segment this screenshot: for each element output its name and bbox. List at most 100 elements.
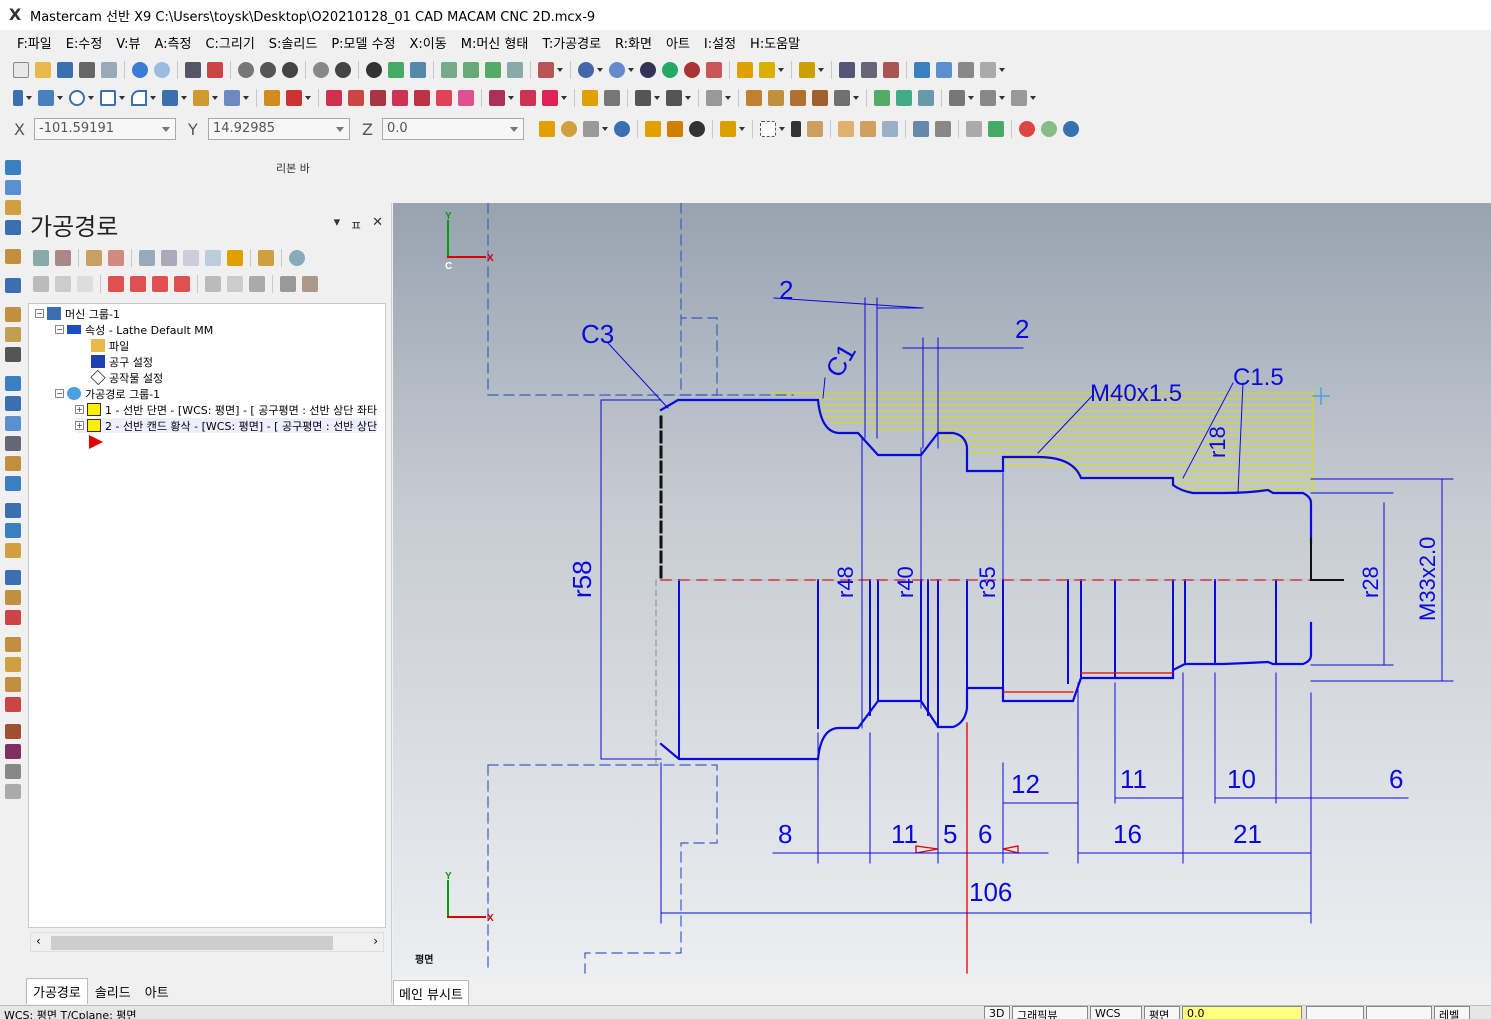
simulate-icon[interactable] bbox=[183, 250, 199, 266]
level-manager-icon[interactable] bbox=[914, 62, 930, 78]
scroll-to-insert-icon[interactable] bbox=[174, 276, 190, 292]
toggle-display-icon[interactable] bbox=[55, 276, 71, 292]
vertical-tool-22-icon[interactable] bbox=[5, 637, 21, 652]
status-z-input[interactable]: 0.0 bbox=[1182, 1006, 1302, 1019]
vertical-tool-23-icon[interactable] bbox=[5, 657, 21, 672]
tree-toolpath-group[interactable]: − 가공경로 그룹-1 bbox=[55, 387, 161, 401]
menu-view[interactable]: V:뷰 bbox=[116, 36, 141, 52]
status-color-button[interactable] bbox=[1306, 1006, 1364, 1019]
post-g1-icon[interactable] bbox=[205, 250, 221, 266]
point-icon[interactable] bbox=[13, 90, 23, 106]
zoom-window-icon[interactable] bbox=[207, 62, 223, 78]
lathe-drill-icon[interactable] bbox=[874, 90, 890, 106]
move-down-icon[interactable] bbox=[108, 276, 124, 292]
fast-point-icon[interactable] bbox=[539, 121, 555, 137]
menu-model-prep[interactable]: P:모델 수정 bbox=[331, 36, 396, 52]
analyze-icon[interactable] bbox=[839, 62, 855, 78]
vertical-tool-28-icon[interactable] bbox=[5, 764, 21, 779]
vertical-dim-icon[interactable] bbox=[666, 90, 682, 106]
vertical-tool-3-icon[interactable] bbox=[5, 200, 21, 215]
new-file-icon[interactable] bbox=[13, 62, 29, 78]
verify-ops-icon[interactable] bbox=[161, 250, 177, 266]
toggle-post-icon[interactable] bbox=[77, 276, 93, 292]
lathe-thread-icon[interactable] bbox=[834, 90, 850, 106]
graphics-viewport[interactable]: 2 2 C3 C1 M40x1.5 C1.5 r18 r58 r48 r40 r… bbox=[393, 203, 1491, 977]
vertical-tool-16-icon[interactable] bbox=[5, 503, 21, 518]
pointer-solid-icon[interactable] bbox=[935, 121, 951, 137]
pan-icon[interactable] bbox=[388, 62, 404, 78]
y-coordinate-input[interactable]: 14.92985 bbox=[208, 118, 350, 140]
tree-machine-group[interactable]: − 머신 그룹-1 bbox=[35, 307, 120, 321]
status-3d-button[interactable]: 3D bbox=[984, 1006, 1010, 1019]
status-wcs-button[interactable]: WCS bbox=[1090, 1006, 1142, 1019]
insert-arrow[interactable] bbox=[89, 434, 103, 449]
top-view-icon[interactable] bbox=[441, 62, 457, 78]
fit-icon[interactable] bbox=[185, 62, 201, 78]
unzoom-icon[interactable] bbox=[313, 62, 329, 78]
window-selection-icon[interactable] bbox=[667, 121, 683, 137]
vertical-tool-6-icon[interactable] bbox=[5, 278, 21, 293]
xform-offset-icon[interactable] bbox=[414, 90, 430, 106]
help-icon[interactable] bbox=[614, 121, 630, 137]
horizontal-dim-icon[interactable] bbox=[635, 90, 651, 106]
tree-properties[interactable]: − 속성 - Lathe Default MM bbox=[55, 323, 214, 337]
vertical-tool-11-icon[interactable] bbox=[5, 396, 21, 411]
menu-analyze[interactable]: A:측정 bbox=[154, 36, 192, 52]
analyze-distance-icon[interactable] bbox=[861, 62, 877, 78]
iso-view-icon[interactable] bbox=[507, 62, 523, 78]
tree-horizontal-scrollbar[interactable]: ‹ › bbox=[30, 932, 384, 952]
trim-icon[interactable] bbox=[264, 90, 280, 106]
only-display-icon[interactable] bbox=[205, 276, 221, 292]
vertical-tool-13-icon[interactable] bbox=[5, 436, 21, 451]
pointer-icon[interactable] bbox=[791, 121, 801, 137]
tree-op-2[interactable]: + 2 - 선반 캔드 황삭 - [WCS: 평면] - [ 공구평면 : 선반… bbox=[75, 418, 378, 433]
lathe-rough-icon[interactable] bbox=[768, 90, 784, 106]
solid-body-icon[interactable] bbox=[860, 121, 876, 137]
shading-icon[interactable] bbox=[578, 62, 594, 78]
options-icon[interactable] bbox=[302, 276, 318, 292]
rotate-icon[interactable] bbox=[366, 62, 382, 78]
stop-icon[interactable] bbox=[1019, 121, 1035, 137]
lathe-profile-icon[interactable] bbox=[746, 90, 762, 106]
shaded-green-icon[interactable] bbox=[662, 62, 678, 78]
panel-help-icon[interactable] bbox=[289, 250, 305, 266]
tab-art[interactable]: 아트 bbox=[144, 986, 169, 1001]
vertical-tool-1-icon[interactable] bbox=[5, 160, 21, 175]
analyze-chain-icon[interactable] bbox=[883, 62, 899, 78]
vertical-tool-26-icon[interactable] bbox=[5, 724, 21, 739]
vertical-tool-2-icon[interactable] bbox=[5, 180, 21, 195]
solid-face-icon[interactable] bbox=[838, 121, 854, 137]
smart-dimension-icon[interactable] bbox=[582, 90, 598, 106]
shaded-icon[interactable] bbox=[640, 62, 656, 78]
x-coordinate-input[interactable]: -101.59191 bbox=[34, 118, 176, 140]
check-icon[interactable] bbox=[988, 121, 1004, 137]
tree-tool-settings[interactable]: 공구 설정 bbox=[91, 354, 153, 369]
chuck-icon[interactable] bbox=[980, 90, 996, 106]
regenerate-dirty-icon[interactable] bbox=[108, 250, 124, 266]
select-all-icon[interactable] bbox=[720, 121, 736, 137]
highfeed-icon[interactable] bbox=[258, 250, 274, 266]
zoom-out-icon[interactable] bbox=[335, 62, 351, 78]
line-icon[interactable] bbox=[38, 90, 54, 106]
menu-machine-type[interactable]: M:머신 형태 bbox=[460, 36, 529, 52]
xform-scale-icon[interactable] bbox=[392, 90, 408, 106]
stock-icon[interactable] bbox=[949, 90, 965, 106]
layers-icon[interactable] bbox=[936, 62, 952, 78]
drawing-canvas[interactable]: 2 2 C3 C1 M40x1.5 C1.5 r18 r58 r48 r40 r… bbox=[393, 203, 1491, 977]
panel-close-icon[interactable]: ✕ bbox=[372, 215, 383, 230]
redo-icon[interactable] bbox=[154, 62, 170, 78]
backplot-icon[interactable] bbox=[139, 250, 155, 266]
front-view-icon[interactable] bbox=[463, 62, 479, 78]
solid-edge-icon[interactable] bbox=[882, 121, 898, 137]
dynamic-rotate-icon[interactable] bbox=[410, 62, 426, 78]
xform-translate-icon[interactable] bbox=[542, 90, 558, 106]
vertical-tool-20-icon[interactable] bbox=[5, 590, 21, 605]
display-selected-icon[interactable] bbox=[227, 276, 243, 292]
scroll-thumb[interactable] bbox=[51, 936, 333, 950]
attribute-icon[interactable] bbox=[799, 62, 815, 78]
xform-move-icon[interactable] bbox=[326, 90, 342, 106]
vertical-tool-25-icon[interactable] bbox=[5, 697, 21, 712]
vertical-tool-29-icon[interactable] bbox=[5, 784, 21, 799]
menu-art[interactable]: 아트 bbox=[665, 36, 690, 52]
menu-solids[interactable]: S:솔리드 bbox=[268, 36, 318, 52]
